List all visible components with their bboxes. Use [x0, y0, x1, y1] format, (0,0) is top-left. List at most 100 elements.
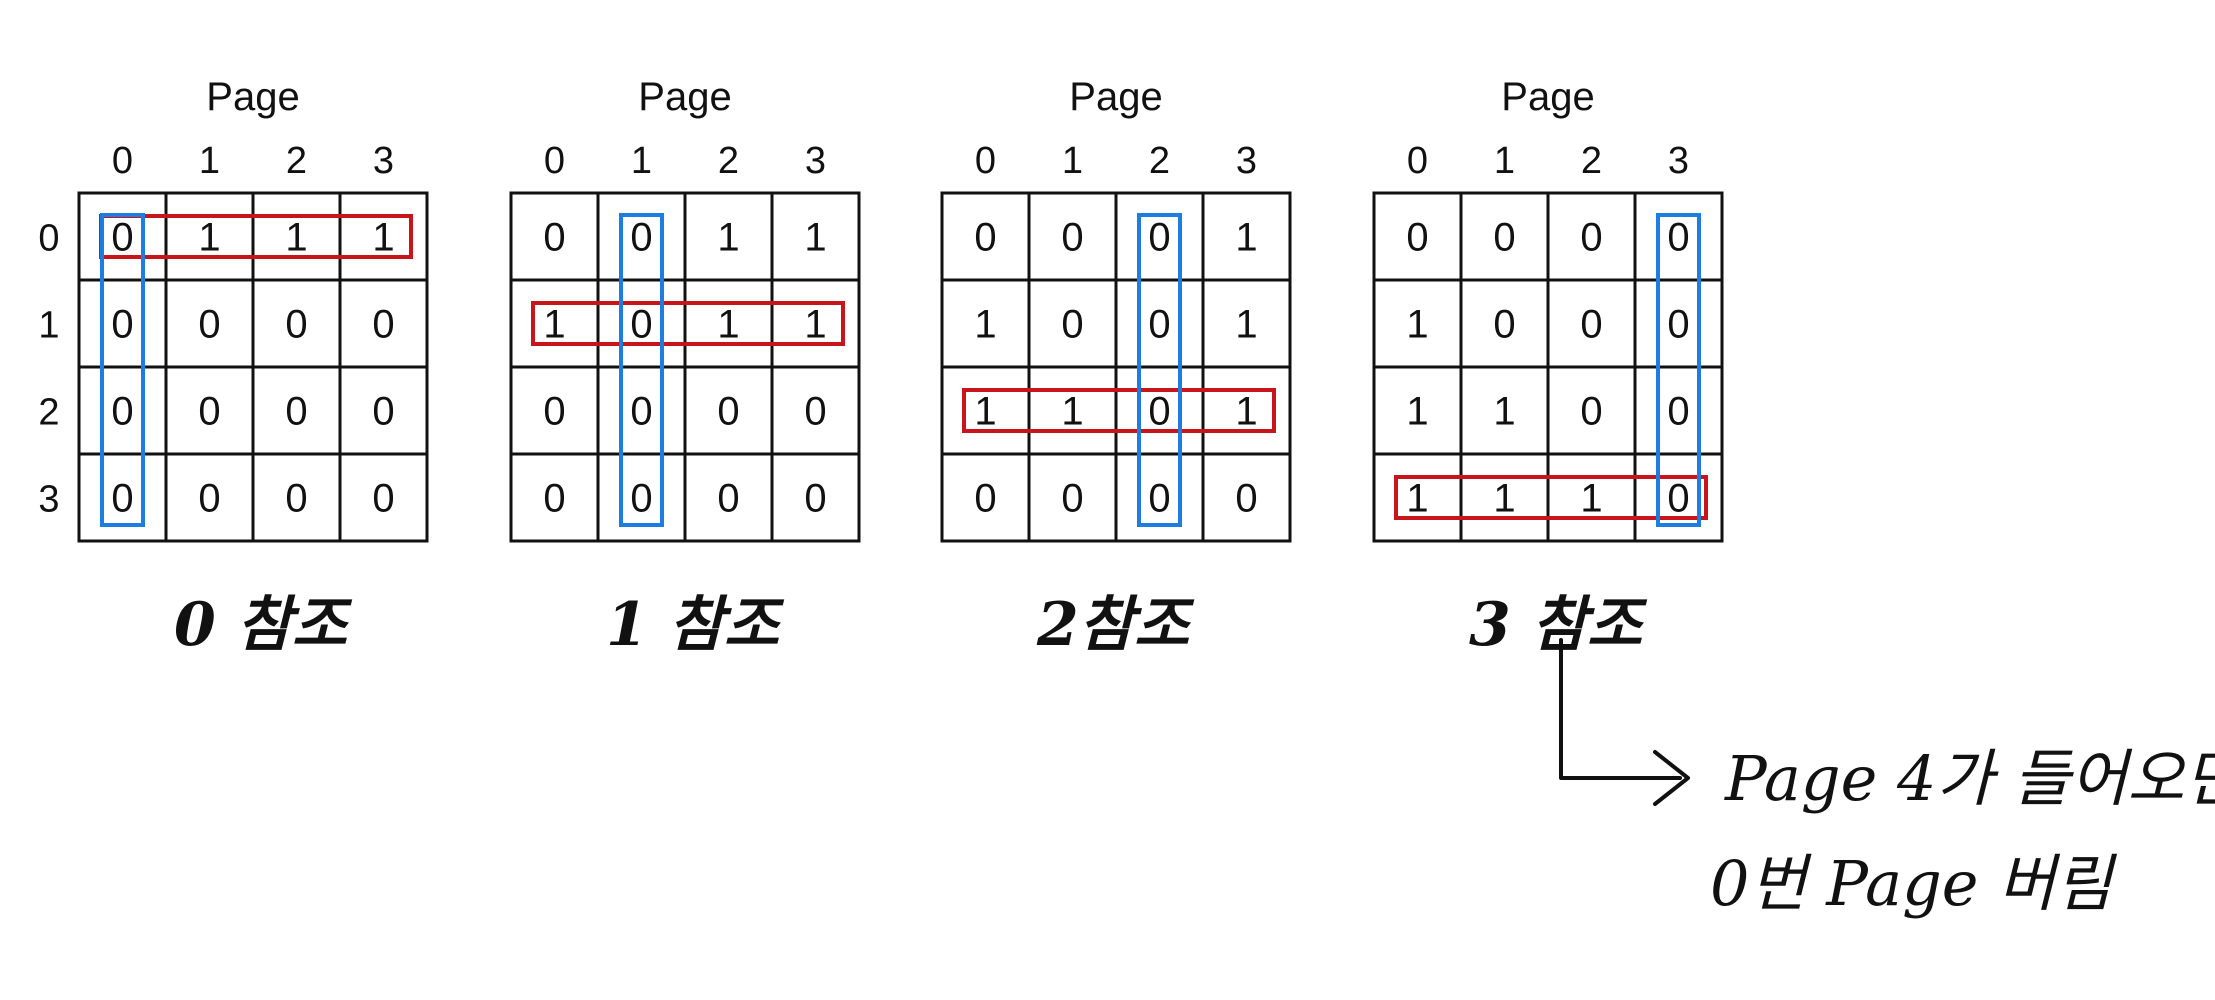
cell-value: 0 [1235, 477, 1257, 521]
cell-value: 0 [1580, 303, 1602, 347]
cell-value: 0 [1580, 390, 1602, 434]
cell-value: 0 [1493, 216, 1515, 260]
cell-value: 0 [372, 390, 394, 434]
cell-value: 0 [630, 303, 652, 347]
cell-value: 0 [804, 477, 826, 521]
cell-value: 0 [717, 477, 739, 521]
row-highlight-box [1394, 475, 1708, 520]
cell-value: 1 [1406, 303, 1428, 347]
cell-value: 0 [1406, 216, 1428, 260]
cell-value: 0 [198, 303, 220, 347]
cell-value: 0 [198, 477, 220, 521]
matrix-caption: 0 참조 [174, 590, 353, 660]
annotation-arrow [1559, 638, 1690, 806]
cell-value: 1 [543, 303, 565, 347]
cell-value: 0 [1493, 303, 1515, 347]
cell-value: 0 [285, 390, 307, 434]
cell-value: 1 [974, 303, 996, 347]
cell-value: 1 [1235, 303, 1257, 347]
matrix-caption: 2참조 [1036, 590, 1195, 660]
cell-value: 0 [804, 390, 826, 434]
cell-value: 1 [1235, 390, 1257, 434]
cell-value: 0 [1061, 216, 1083, 260]
note-line-1: Page 4가 들어오면 [1724, 742, 2215, 815]
column-label: 1 [199, 140, 220, 182]
cell-value: 0 [1667, 390, 1689, 434]
column-label: 0 [975, 140, 996, 182]
matrix-caption: 3 참조 [1469, 590, 1648, 660]
column-highlight-box [1137, 213, 1182, 527]
cell-value: 0 [974, 477, 996, 521]
cell-value: 0 [111, 303, 133, 347]
cell-value: 1 [804, 216, 826, 260]
cell-value: 1 [1493, 477, 1515, 521]
arrow-line [1559, 638, 1682, 780]
column-label: 2 [1149, 140, 1170, 182]
cell-value: 0 [630, 216, 652, 260]
row-highlight-box [99, 214, 413, 259]
column-highlight-box [619, 213, 664, 527]
cell-value: 1 [198, 216, 220, 260]
cell-value: 0 [630, 477, 652, 521]
cell-value: 1 [1493, 390, 1515, 434]
column-highlight-box [1656, 213, 1701, 527]
cell-value: 1 [372, 216, 394, 260]
cell-value: 0 [111, 216, 133, 260]
column-label: 1 [1062, 140, 1083, 182]
matrices-layer: Page 0 1 2 3 0 1 2 3 0 1 1 1 0 0 0 0 0 0 0 0 0 0 0 0 0 참조 Page 0 1 2 3… [38, 75, 1724, 660]
matrix-caption: 1 참조 [606, 590, 785, 660]
matrix-title: Page [1501, 75, 1594, 119]
cell-value: 0 [974, 216, 996, 260]
column-label: 0 [1407, 140, 1428, 182]
cell-value: 0 [543, 216, 565, 260]
cell-value: 0 [1148, 216, 1170, 260]
cell-value: 1 [717, 216, 739, 260]
arrow-head [1653, 750, 1690, 806]
row-label: 2 [38, 392, 59, 434]
row-highlight-box [531, 301, 845, 346]
cell-value: 0 [543, 477, 565, 521]
row-label: 3 [38, 479, 59, 521]
cell-value: 0 [285, 477, 307, 521]
cell-value: 0 [285, 303, 307, 347]
cell-value: 0 [1148, 303, 1170, 347]
matrix-title: Page [1069, 75, 1162, 119]
cell-value: 1 [1235, 216, 1257, 260]
column-label: 1 [1494, 140, 1515, 182]
row-highlight-box [962, 388, 1276, 433]
cell-value: 0 [198, 390, 220, 434]
cell-value: 0 [1061, 303, 1083, 347]
row-label: 1 [38, 305, 59, 347]
cell-value: 1 [804, 303, 826, 347]
cell-value: 1 [1580, 477, 1602, 521]
column-label: 3 [1668, 140, 1689, 182]
cell-value: 0 [1667, 216, 1689, 260]
column-highlight-box [100, 213, 145, 527]
cell-value: 1 [717, 303, 739, 347]
column-label: 1 [631, 140, 652, 182]
cell-value: 1 [285, 216, 307, 260]
cell-value: 0 [1667, 477, 1689, 521]
note-line-2: 0번 Page 버림 [1710, 847, 2117, 920]
column-label: 3 [1236, 140, 1257, 182]
cell-value: 0 [372, 477, 394, 521]
cell-value: 0 [1148, 390, 1170, 434]
column-label: 0 [544, 140, 565, 182]
cell-value: 0 [372, 303, 394, 347]
cell-value: 0 [543, 390, 565, 434]
row-label: 0 [38, 218, 59, 260]
cell-value: 1 [1406, 477, 1428, 521]
cell-value: 0 [111, 390, 133, 434]
cell-value: 0 [1667, 303, 1689, 347]
matrix-title: Page [206, 75, 299, 119]
matrix-title: Page [638, 75, 731, 119]
cell-value: 0 [1580, 216, 1602, 260]
column-label: 3 [373, 140, 394, 182]
column-label: 3 [805, 140, 826, 182]
cell-value: 1 [1406, 390, 1428, 434]
cell-value: 0 [111, 477, 133, 521]
column-label: 2 [286, 140, 307, 182]
cell-value: 0 [630, 390, 652, 434]
cell-value: 0 [1148, 477, 1170, 521]
